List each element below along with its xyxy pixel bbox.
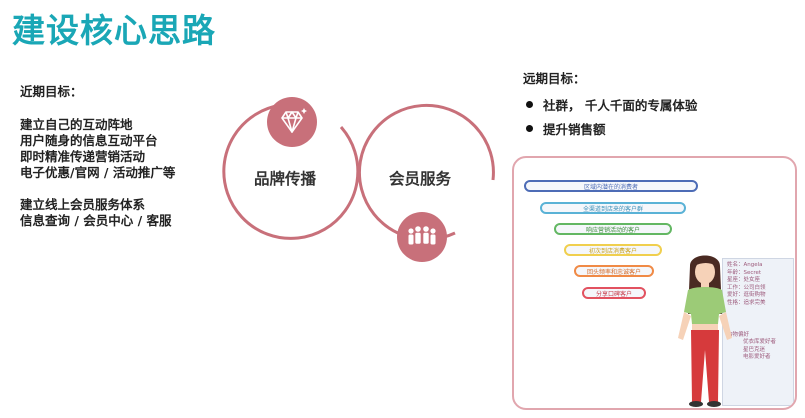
bullet-dot [526, 124, 533, 132]
near-term-line: 用户随身的信息互动平台 [20, 133, 158, 148]
diamond-icon-badge [267, 97, 317, 147]
member-service-label: 会员服务 [389, 170, 452, 188]
profile-line: 星座：处女座 [727, 277, 761, 284]
near-term-line: 即时精准传递营销活动 [20, 149, 146, 164]
woman-figure-illustration [678, 255, 732, 407]
profile-line: 工作：公司白领 [727, 284, 766, 291]
long-term-item-text: 社群， 千人千面的专属体验 [543, 97, 698, 113]
customer-profile-card: 姓名：Angela 年龄：Secret 星座：处女座 工作：公司白领 爱好：逛街… [722, 258, 794, 406]
long-term-heading: 远期目标： [523, 71, 586, 86]
profile-line: 爱好：逛街购物 [727, 292, 766, 299]
people-group-icon [408, 226, 436, 245]
funnel-level: 初次到店消费客户 [564, 244, 662, 256]
profile-line: 姓名：Angela [727, 262, 763, 268]
profile-section-title: 购物偏好 [727, 331, 750, 338]
profile-sub-line: 电影爱好者 [743, 354, 771, 361]
near-term-heading: 近期目标： [20, 84, 83, 99]
funnel-level: 全渠道到店来的客户群 [540, 202, 686, 214]
long-term-goals: 社群， 千人千面的专属体验 提升销售额 [523, 92, 697, 140]
funnel-level: 区域内潜在的消费者 [524, 180, 698, 192]
page-title: 建设核心思路 [12, 11, 216, 50]
profile-line: 年龄：Secret [727, 269, 762, 276]
long-term-item-text: 提升销售额 [543, 121, 606, 137]
near-term-line: 建立自己的互动阵地 [20, 117, 133, 132]
long-term-item: 社群， 千人千面的专属体验 [523, 92, 697, 116]
brand-communication-label: 品牌传播 [254, 170, 317, 188]
near-term-goals: 近期目标： 建立自己的互动阵地 用户随身的信息互动平台 即时精准传递营销活动 电… [20, 84, 175, 229]
profile-sub-line: 优衣库爱好者 [743, 339, 777, 346]
near-term-line: 建立线上会员服务体系 [20, 197, 146, 212]
funnel-level: 分享口碑客户 [582, 287, 646, 299]
brand-ring [222, 103, 360, 240]
customer-illustration-panel: 区域内潜在的消费者 全渠道到店来的客户群 响应营销活动的客户 初次到店消费客户 … [512, 156, 797, 410]
funnel-level: 响应营销活动的客户 [554, 223, 672, 235]
funnel-level: 回头频率和忠诚客户 [574, 265, 654, 277]
near-term-line: 电子优惠/官网 / 活动推广等 [20, 165, 176, 180]
long-term-item: 提升销售额 [523, 116, 697, 140]
near-term-line: 信息查询 / 会员中心 / 客服 [20, 213, 172, 228]
people-icon-badge [397, 212, 447, 262]
bullet-dot [526, 100, 533, 108]
profile-sub-line: 星巴克迷 [743, 346, 766, 353]
profile-line: 性格：追求完美 [727, 299, 766, 306]
diamond-icon [281, 108, 307, 133]
